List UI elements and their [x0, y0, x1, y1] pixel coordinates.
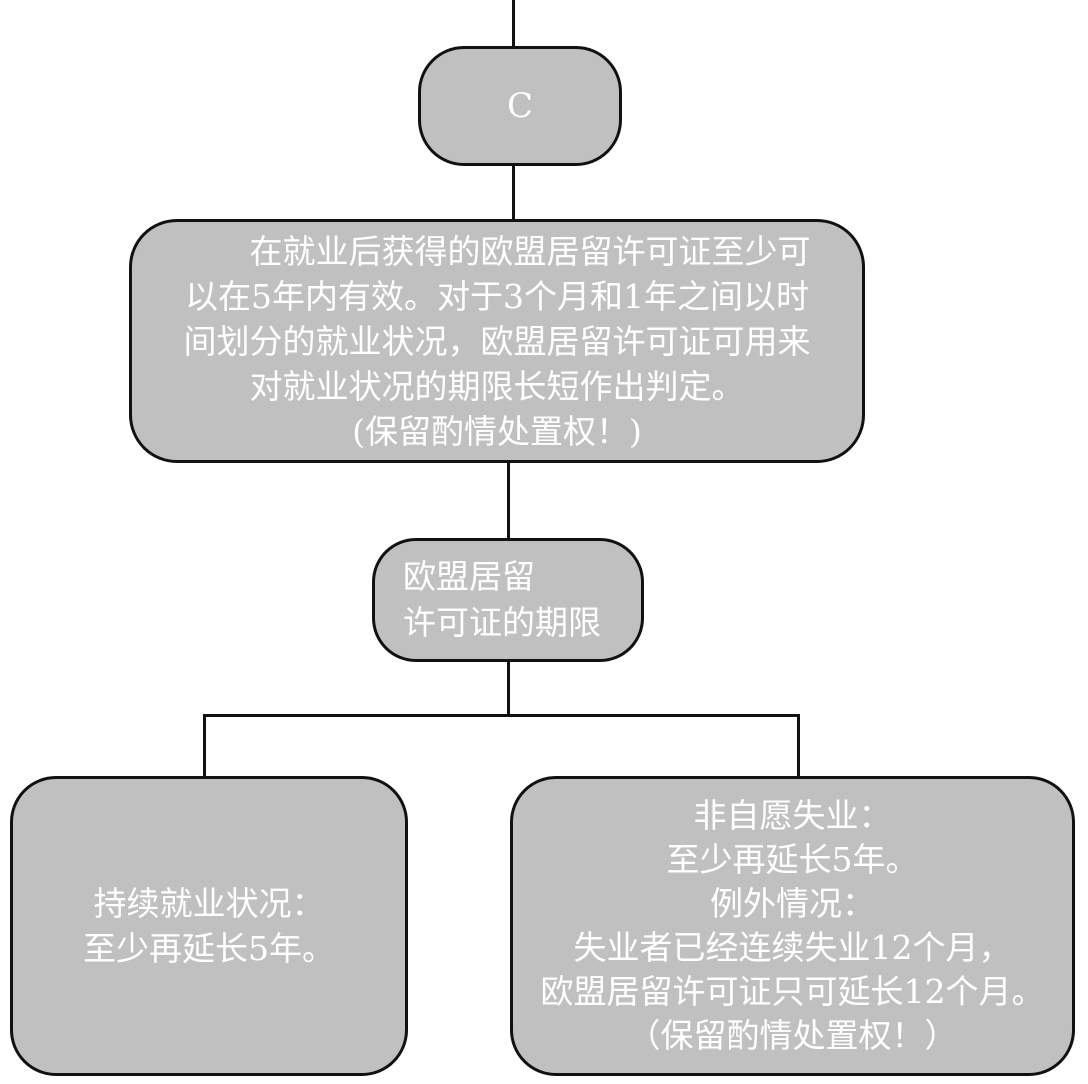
- node-duration-line: 许可证的期限: [403, 603, 601, 642]
- connector-top-to-c: [512, 0, 515, 47]
- node-c-label: C: [506, 86, 533, 126]
- node-residence-permit-validity: 在就业后获得的欧盟居留许可证至少可 以在5年内有效。对于3个月和1年之间以时 间…: [129, 219, 865, 463]
- connector-main-to-duration: [507, 462, 510, 540]
- connector-branch-horizontal: [203, 714, 800, 717]
- node-right-line: 欧盟居留许可证只可延长12个月。: [540, 972, 1045, 1011]
- connector-duration-down: [507, 661, 510, 717]
- node-right-line: 非自愿失业：: [693, 796, 892, 835]
- node-main-line: 在就业后获得的欧盟居留许可证至少可: [249, 231, 811, 271]
- node-continued-employment: 持续就业状况： 至少再延长5年。: [10, 776, 408, 1076]
- node-main-line: 以在5年内有效。对于3个月和1年之间以时: [185, 276, 809, 316]
- node-right-line: 至少再延长5年。: [666, 840, 919, 879]
- node-main-line: 对就业状况的期限长短作出判定。: [249, 366, 745, 406]
- node-main-line: 间划分的就业状况，欧盟居留许可证可用来: [183, 321, 811, 361]
- connector-c-to-main: [512, 165, 515, 221]
- node-left-line: 持续就业状况：: [93, 884, 325, 923]
- node-left-line: 至少再延长5年。: [83, 929, 335, 968]
- connector-branch-left: [203, 714, 206, 778]
- node-right-line: 例外情况：: [710, 884, 875, 923]
- connector-branch-right: [797, 714, 800, 778]
- node-duration-line: 欧盟居留: [403, 557, 535, 596]
- node-permit-duration: 欧盟居留 许可证的期限: [372, 538, 644, 662]
- node-c: C: [418, 46, 622, 166]
- node-involuntary-unemployment: 非自愿失业： 至少再延长5年。 例外情况： 失业者已经连续失业12个月， 欧盟居…: [510, 776, 1075, 1076]
- node-right-line: 失业者已经连续失业12个月，: [573, 928, 1012, 967]
- node-main-line: (保留酌情处置权！): [352, 411, 642, 451]
- node-right-line: （保留酌情处置权！）: [627, 1016, 958, 1055]
